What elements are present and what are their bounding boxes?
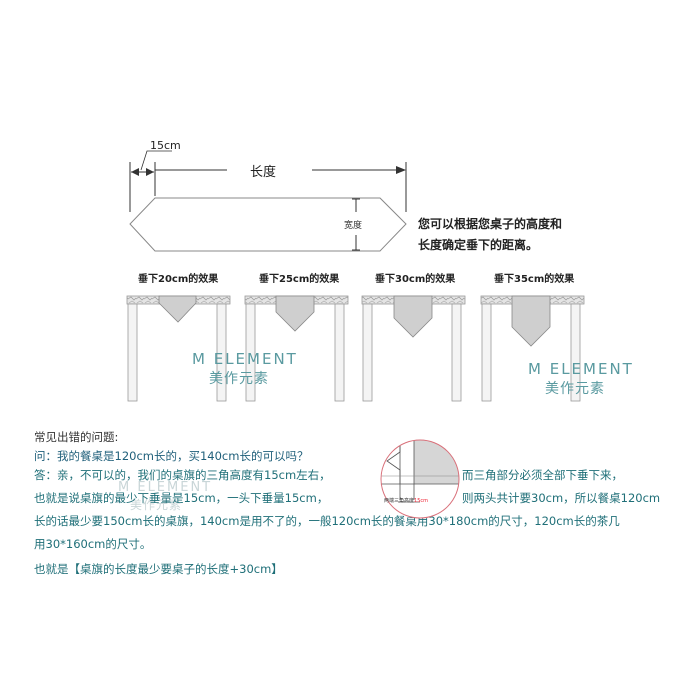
inset-caption-text: 两端三角高度 [384, 498, 415, 504]
drop-caption-20: 垂下20cm的效果 [138, 274, 219, 285]
watermark-cn-2: 美作元素 [545, 381, 605, 397]
table-35cm [480, 295, 585, 402]
faq-question: 问：我的餐桌是120cm长的，买140cm长的可以吗？ [34, 449, 309, 463]
side-note: 您可以根据您桌子的高度和 长度确定垂下的距离。 [418, 214, 562, 256]
table-25cm [244, 295, 349, 402]
table-30cm [361, 295, 466, 402]
watermark-en-3: M ELEMENT [118, 480, 213, 495]
tip-height-label: 15cm [150, 139, 181, 152]
watermark-cn-1: 美作元素 [209, 371, 269, 387]
watermark-cn-3: 美作元素 [130, 498, 183, 512]
watermark-en-1: M ELEMENT [192, 350, 298, 368]
faq-title: 常见出错的问题: [34, 430, 119, 444]
drop-caption-30: 垂下30cm的效果 [375, 274, 456, 285]
watermark-en-2: M ELEMENT [528, 360, 634, 378]
table-20cm [126, 295, 231, 402]
drop-caption-25: 垂下25cm的效果 [259, 274, 340, 285]
faq-conclusion: 也就是【桌旗的长度最少要桌子的长度+30cm】 [34, 562, 283, 576]
side-note-line1: 您可以根据您桌子的高度和 [418, 217, 563, 231]
faq-answer-line1-right: 而三角部分必须全部下垂下来， [462, 468, 623, 482]
runner-shape [129, 150, 407, 252]
inset-caption: 两端三角高度15cm [384, 497, 428, 504]
table-illustrations [126, 295, 585, 402]
faq-answer-line2-right: 则两头共计要30cm，所以餐桌120cm [462, 491, 661, 505]
length-label: 长度 [250, 165, 277, 180]
width-label: 宽度 [344, 221, 363, 231]
faq-answer-line3: 长的话最少要150cm长的桌旗，140cm是用不了的，一般120cm长的餐桌用3… [34, 514, 620, 528]
side-note-line2: 长度确定垂下的距离。 [418, 238, 539, 252]
faq-answer-line2: 也就是说桌旗的最少下垂量是15cm，一头下垂量15cm， [34, 491, 329, 505]
faq-answer-line4: 用30*160cm的尺寸。 [34, 537, 152, 551]
inset-caption-value: 15cm [414, 498, 428, 504]
drop-caption-35: 垂下35cm的效果 [494, 274, 575, 285]
faq-answer-line1: 答：亲，不可以的，我们的桌旗的三角高度有15cm左右， [34, 468, 331, 482]
